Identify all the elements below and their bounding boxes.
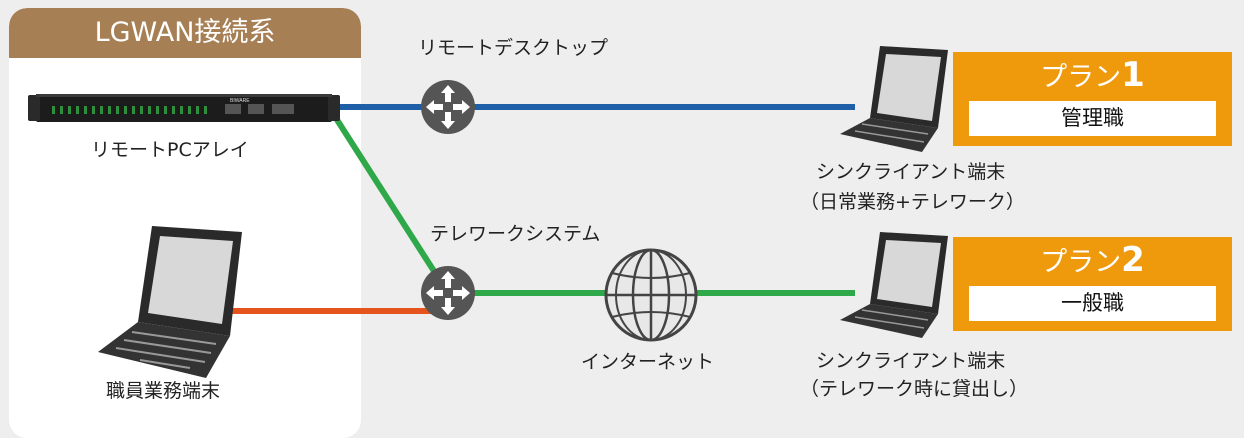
plan-2-title: プラン2 <box>953 241 1232 282</box>
thin-client-1-label-line1: シンクライアント端末 <box>816 161 1006 183</box>
thin-client-2-laptop-icon <box>840 232 948 338</box>
network-diagram: BIWARE <box>28 46 948 378</box>
plan-1-title: プラン1 <box>953 56 1232 97</box>
plan-1-box: プラン1 管理職 <box>953 52 1232 146</box>
telework-system-router-icon <box>421 266 475 320</box>
plan-2-box: プラン2 一般職 <box>953 237 1232 331</box>
staff-terminal-label: 職員業務端末 <box>106 380 221 402</box>
plan-1-prefix: プラン <box>1040 62 1122 93</box>
remote-pc-array-server-icon: BIWARE <box>28 94 340 122</box>
telework-system-label: テレワークシステム <box>430 223 601 245</box>
thin-client-1-label-line2: （日常業務+テレワーク） <box>800 191 1025 213</box>
plan-1-number: 1 <box>1121 55 1145 95</box>
plan-2-number: 2 <box>1121 240 1145 280</box>
plan-2-prefix: プラン <box>1040 247 1122 278</box>
lgwan-zone-title: LGWAN接続系 <box>9 8 361 58</box>
internet-label: インターネット <box>581 351 715 373</box>
server-to-telework-link <box>329 110 451 295</box>
remote-pc-array-label: リモートPCアレイ <box>91 139 249 161</box>
remote-desktop-label: リモートデスクトップ <box>418 37 609 59</box>
internet-globe-icon <box>604 248 698 342</box>
staff-terminal-laptop-icon <box>98 226 242 378</box>
thin-client-1-laptop-icon <box>840 46 948 152</box>
server-brand-text: BIWARE <box>230 98 250 104</box>
plan-2-role: 一般職 <box>969 286 1216 321</box>
plan-1-role: 管理職 <box>969 101 1216 136</box>
thin-client-2-label-line1: シンクライアント端末 <box>816 350 1006 372</box>
remote-desktop-router-icon <box>421 80 475 134</box>
thin-client-2-label-line2: （テレワーク時に貸出し） <box>800 378 1029 400</box>
